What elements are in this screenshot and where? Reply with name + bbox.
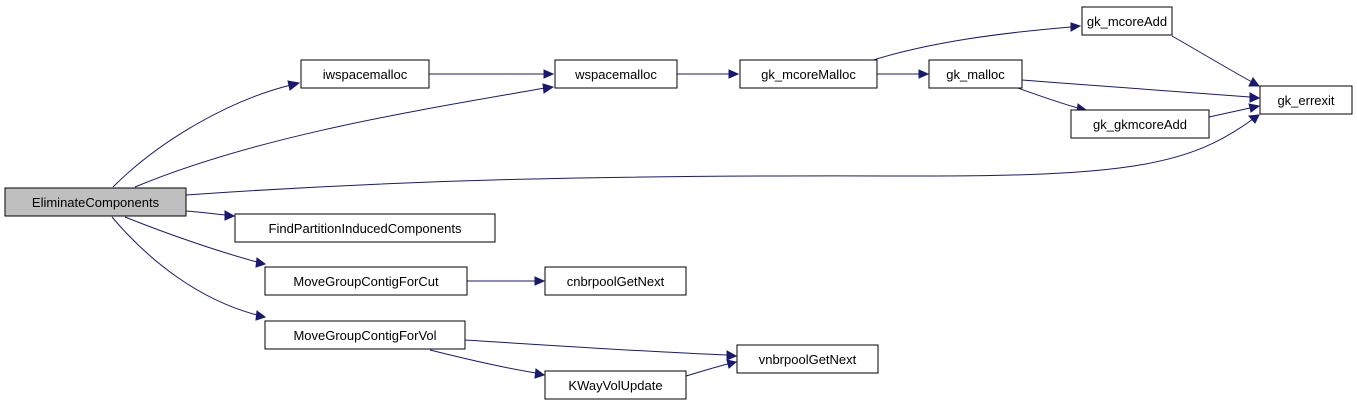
node-label: EliminateComponents (32, 195, 160, 210)
function-nodes: EliminateComponents iwspacemalloc wspace… (4, 6, 1353, 400)
node-movegroupcontigforvol[interactable]: MoveGroupContigForVol (264, 320, 466, 350)
edge-kwayvolupdate-vnbrpoolgetnext (685, 359, 738, 377)
node-label: cnbrpoolGetNext (567, 274, 665, 289)
node-label: gk_gkmcoreAdd (1093, 117, 1187, 132)
node-findpartitioninducedcomponents[interactable]: FindPartitionInducedComponents (234, 213, 496, 243)
node-gk-errexit[interactable]: gk_errexit (1259, 85, 1353, 115)
node-cnbrpoolgetnext[interactable]: cnbrpoolGetNext (544, 266, 687, 296)
node-label: iwspacemalloc (323, 67, 408, 82)
edge-eliminatecomponents-findpartitioninducedcomponents (185, 210, 236, 221)
node-gk-mcoremalloc[interactable]: gk_mcoreMalloc (739, 59, 878, 89)
node-label: gk_mcoreAdd (1087, 14, 1167, 29)
node-label: gk_malloc (946, 67, 1005, 82)
node-gk-gkmcoreadd[interactable]: gk_gkmcoreAdd (1070, 109, 1210, 139)
node-label: MoveGroupContigForCut (293, 274, 439, 289)
edge-gk-malloc-gk-gkmcoreadd (1014, 86, 1088, 114)
node-movegroupcontigforcut[interactable]: MoveGroupContigForCut (264, 266, 468, 296)
node-iwspacemalloc[interactable]: iwspacemalloc (300, 59, 430, 89)
node-wspacemalloc[interactable]: wspacemalloc (554, 59, 678, 89)
edge-gk-malloc-gk-errexit (1021, 79, 1261, 103)
edge-eliminatecomponents-movegroupcontigforvol (111, 216, 267, 321)
node-eliminatecomponents[interactable]: EliminateComponents (4, 187, 187, 217)
node-label: MoveGroupContigForVol (293, 328, 436, 343)
edge-movegroupcontigforcut-cnbrpoolgetnext (467, 276, 546, 286)
edge-eliminatecomponents-iwspacemalloc (112, 80, 301, 188)
node-label: wspacemalloc (574, 67, 657, 82)
node-vnbrpoolgetnext[interactable]: vnbrpoolGetNext (736, 344, 879, 374)
node-label: gk_errexit (1277, 93, 1334, 108)
node-gk-mcoreadd[interactable]: gk_mcoreAdd (1081, 6, 1173, 36)
node-label: gk_mcoreMalloc (761, 67, 856, 82)
edge-eliminatecomponents-movegroupcontigforcut (124, 216, 267, 268)
edge-gk-mcoreadd-gk-errexit (1171, 35, 1260, 87)
node-kwayvolupdate[interactable]: KWayVolUpdate (544, 370, 687, 400)
edge-gk-mcoremalloc-gk-mcoreadd (869, 22, 1082, 62)
node-label: vnbrpoolGetNext (759, 352, 857, 367)
node-label: KWayVolUpdate (568, 378, 662, 393)
edge-gk-mcoremalloc-gk-malloc (877, 69, 930, 79)
call-edges (111, 22, 1261, 379)
node-gk-malloc[interactable]: gk_malloc (928, 59, 1023, 89)
edge-eliminatecomponents-wspacemalloc (134, 83, 555, 188)
edge-wspacemalloc-gk-mcoremalloc (677, 69, 740, 79)
node-label: FindPartitionInducedComponents (269, 221, 462, 236)
edge-gk-gkmcoreadd-gk-errexit (1208, 103, 1261, 118)
edge-iwspacemalloc-wspacemalloc (429, 69, 555, 79)
edge-eliminatecomponents-gk-errexit (185, 114, 1260, 196)
edge-movegroupcontigforvol-kwayvolupdate (429, 349, 546, 379)
edge-movegroupcontigforvol-vnbrpoolgetnext (464, 339, 738, 361)
